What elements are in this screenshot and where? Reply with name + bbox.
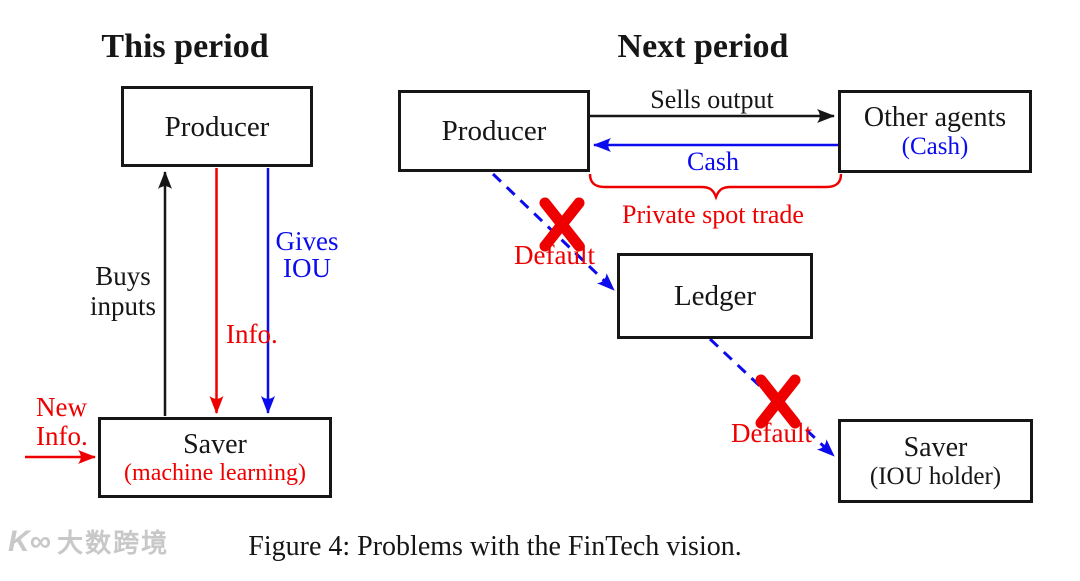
ledger-box: Ledger	[617, 253, 813, 339]
buys-inputs-label: Buys inputs	[89, 261, 156, 321]
watermark-logo-icon: K∞	[8, 525, 52, 558]
right-producer-box: Producer	[398, 90, 590, 172]
other-agents-sublabel: (Cash)	[901, 133, 969, 160]
left-saver-label: Saver	[183, 428, 247, 460]
private-spot-trade-label: Private spot trade	[622, 200, 804, 229]
gives-iou-label: Gives IOU	[275, 226, 339, 283]
left-saver-box: Saver (machine learning)	[98, 417, 332, 498]
other-agents-label: Other agents	[863, 102, 1007, 133]
right-saver-sublabel: (IOU holder)	[869, 462, 1002, 490]
figure-caption: Figure 4: Problems with the FinTech visi…	[248, 531, 742, 562]
new-info-label: New Info.	[36, 392, 88, 451]
watermark-text: 大数跨境	[57, 528, 170, 558]
sells-output-label: Sells output	[650, 85, 774, 114]
right-producer-label: Producer	[441, 115, 547, 147]
default-x-upper	[539, 197, 585, 252]
right-saver-label: Saver	[903, 431, 968, 463]
private-spot-trade-brace	[588, 173, 843, 201]
default-label-lower: Default	[731, 418, 812, 448]
right-panel-title: Next period	[617, 28, 789, 65]
left-producer-label: Producer	[164, 110, 270, 143]
left-saver-sublabel: (machine learning)	[124, 459, 306, 486]
ledger-label: Ledger	[673, 280, 757, 312]
watermark: K∞ 大数跨境	[8, 525, 170, 558]
default-x-lower	[755, 374, 801, 429]
other-agents-box: Other agents (Cash)	[838, 90, 1032, 173]
right-saver-box: Saver (IOU holder)	[838, 419, 1033, 503]
info-label: Info.	[226, 319, 278, 349]
cash-label: Cash	[687, 147, 739, 176]
left-panel-title: This period	[101, 28, 269, 65]
left-producer-box: Producer	[121, 86, 313, 167]
default-label-upper: Default	[514, 240, 595, 270]
